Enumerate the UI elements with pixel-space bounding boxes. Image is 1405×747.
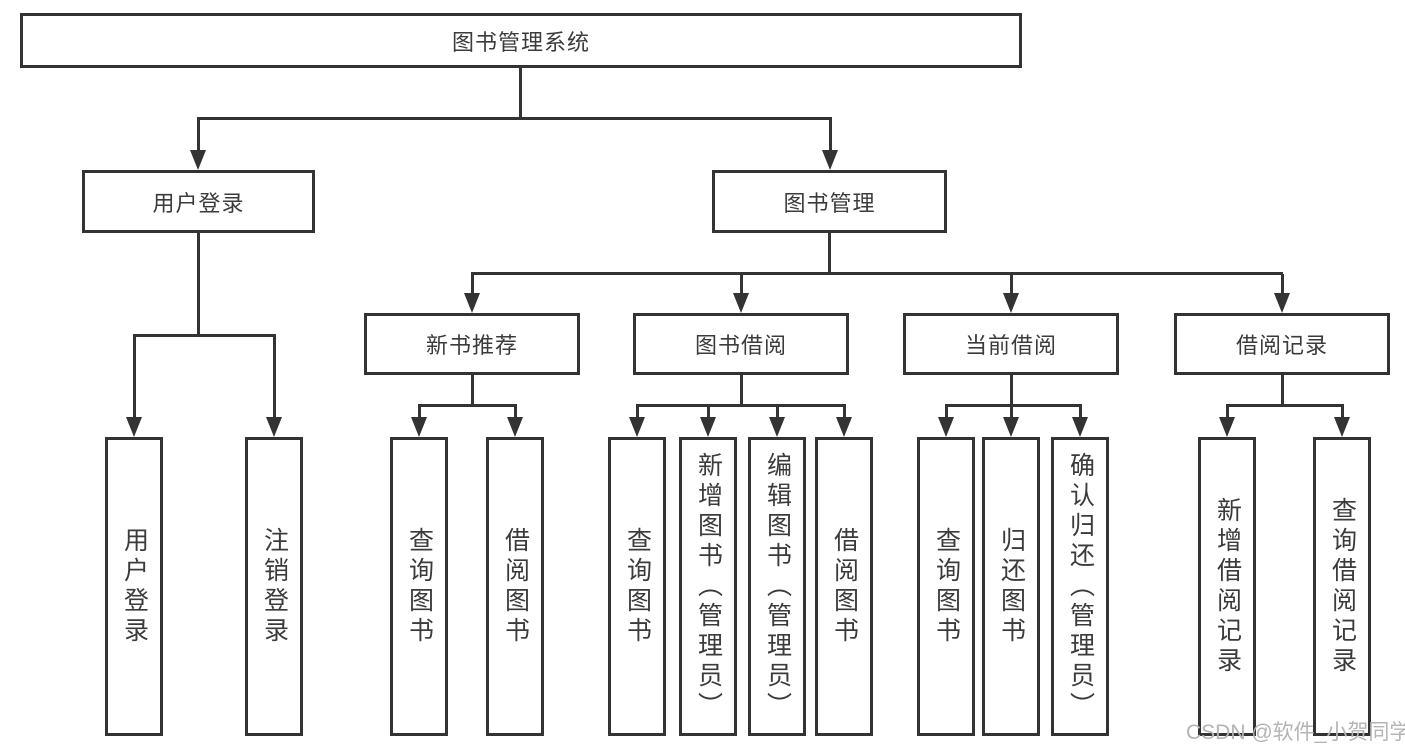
connector-drop-leaf bbox=[1226, 405, 1229, 419]
connector-drop-leaf bbox=[1341, 405, 1344, 419]
node-new-book-recommend: 新书推荐 bbox=[364, 313, 580, 375]
connector-drop-leaf bbox=[1010, 405, 1013, 419]
connector-drop-leaf bbox=[843, 405, 846, 419]
leaf-user-login: 用户登录 bbox=[105, 437, 163, 736]
csdn-watermark: CSDN @软件_小贺同学 bbox=[1186, 721, 1405, 744]
arrow-down-icon bbox=[507, 417, 523, 437]
arrow-down-icon bbox=[822, 150, 838, 170]
connector-drop-new-book-recommend bbox=[471, 274, 474, 294]
arrow-down-icon bbox=[836, 417, 852, 437]
connector-borrow-records-stem bbox=[1281, 375, 1284, 406]
connector-book-borrow-stem bbox=[740, 375, 743, 406]
connector-current-borrow-bar bbox=[945, 404, 1082, 407]
connector-root-stem bbox=[519, 68, 522, 119]
connector-new-book-recommend-stem bbox=[471, 375, 474, 406]
arrow-down-icon bbox=[769, 417, 785, 437]
arrow-down-icon bbox=[266, 417, 282, 437]
arrow-down-icon bbox=[1003, 293, 1019, 313]
connector-drop-leaf bbox=[514, 405, 517, 419]
leaf-query-books: 查询图书 bbox=[390, 437, 448, 736]
leaf-add-borrow-record: 新增借阅记录 bbox=[1198, 437, 1256, 736]
arrow-down-icon bbox=[700, 417, 716, 437]
leaf-borrow-books: 借阅图书 bbox=[486, 437, 544, 736]
node-current-borrow: 当前借阅 bbox=[903, 313, 1119, 375]
leaf-borrow-books: 借阅图书 bbox=[815, 437, 873, 736]
leaf-return-books: 归还图书 bbox=[982, 437, 1040, 736]
connector-drop-leaf bbox=[945, 405, 948, 419]
connector-user-login-bar bbox=[133, 334, 276, 337]
connector-drop-leaf bbox=[776, 405, 779, 419]
leaf-query-borrow-record: 查询借阅记录 bbox=[1313, 437, 1371, 736]
leaf-edit-books-admin: 编辑图书（管理员） bbox=[748, 437, 806, 736]
arrow-down-icon bbox=[126, 417, 142, 437]
connector-new-book-recommend-bar bbox=[418, 404, 517, 407]
connector-drop-leaf bbox=[707, 405, 710, 419]
connector-drop-book-borrow bbox=[740, 274, 743, 294]
connector-level2-bar bbox=[197, 117, 832, 120]
node-user-login: 用户登录 bbox=[82, 170, 315, 233]
arrow-down-icon bbox=[1003, 417, 1019, 437]
node-book-borrow: 图书借阅 bbox=[633, 313, 849, 375]
arrow-down-icon bbox=[1334, 417, 1350, 437]
connector-book-management-stem bbox=[828, 233, 831, 274]
arrow-down-icon bbox=[1219, 417, 1235, 437]
connector-drop-book-management bbox=[829, 117, 832, 151]
arrow-down-icon bbox=[1072, 417, 1088, 437]
leaf-add-books-admin: 新增图书（管理员） bbox=[679, 437, 737, 736]
connector-current-borrow-stem bbox=[1010, 375, 1013, 406]
arrow-down-icon bbox=[938, 417, 954, 437]
arrow-down-icon bbox=[411, 417, 427, 437]
connector-borrow-records-bar bbox=[1226, 404, 1344, 407]
leaf-confirm-return-admin: 确认归还（管理员） bbox=[1051, 437, 1109, 736]
leaf-logout: 注销登录 bbox=[245, 437, 303, 736]
arrow-down-icon bbox=[464, 293, 480, 313]
node-root-system: 图书管理系统 bbox=[20, 13, 1022, 68]
connector-book-borrow-bar bbox=[636, 404, 846, 407]
connector-drop-current-borrow bbox=[1010, 274, 1013, 294]
connector-drop-borrow-records bbox=[1281, 274, 1284, 294]
arrow-down-icon bbox=[733, 293, 749, 313]
node-borrow-records: 借阅记录 bbox=[1174, 313, 1390, 375]
connector-drop-leaf-user-login bbox=[133, 336, 136, 419]
connector-drop-leaf bbox=[1079, 405, 1082, 419]
arrow-down-icon bbox=[1274, 293, 1290, 313]
connector-drop-leaf-logout bbox=[273, 336, 276, 419]
node-book-management: 图书管理 bbox=[712, 170, 947, 233]
leaf-query-books: 查询图书 bbox=[917, 437, 975, 736]
connector-drop-leaf bbox=[418, 405, 421, 419]
connector-drop-leaf bbox=[636, 405, 639, 419]
connector-user-login-stem bbox=[197, 233, 200, 336]
connector-drop-user-login bbox=[197, 117, 200, 151]
leaf-query-books: 查询图书 bbox=[608, 437, 666, 736]
connector-level3-bar bbox=[471, 272, 1283, 275]
arrow-down-icon bbox=[629, 417, 645, 437]
arrow-down-icon bbox=[190, 150, 206, 170]
